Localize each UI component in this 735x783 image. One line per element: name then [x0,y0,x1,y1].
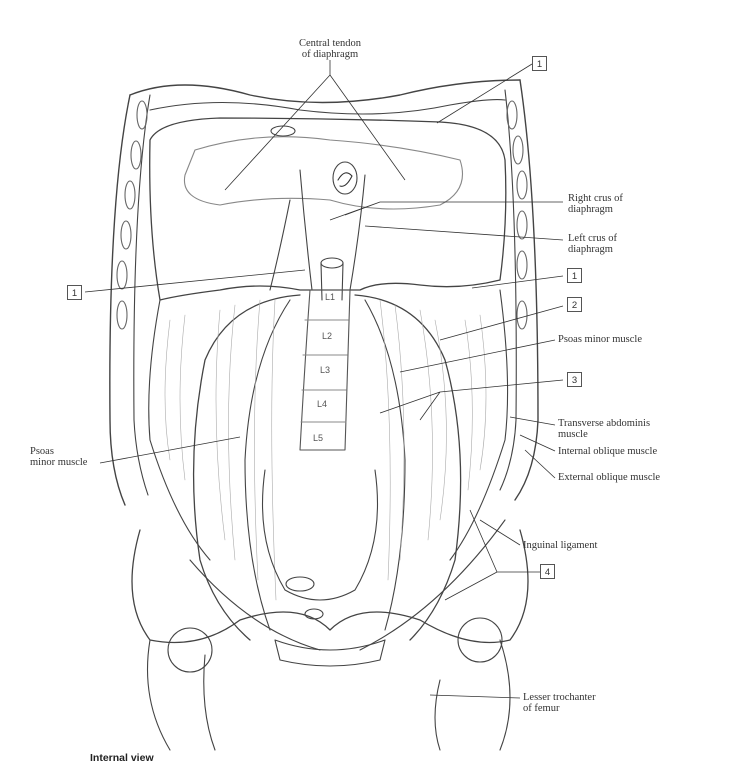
label-internal-oblique: Internal oblique muscle [558,446,658,457]
label-transverse-line2: muscle [558,429,588,440]
vertebra-label: L5 [313,433,324,443]
figure-caption: Internal view [90,752,154,764]
vertebra-label: L2 [322,331,333,341]
label-psoas-minor-left-line2: minor muscle [30,457,88,468]
vertebra-label: L1 [325,292,336,302]
label-psoas-minor-right: Psoas minor muscle [558,334,642,345]
label-right-crus-line1: Right crus of [568,193,623,204]
leader-lines [84,60,564,699]
vertebral-column [299,289,351,451]
right-body-wall [514,79,539,501]
label-central-tendon-line1: Central tendon [298,38,362,49]
left-femoral-head [167,627,213,673]
label-lesser-trochanter-line1: Lesser trochanter [523,692,596,703]
left-rib-segments [116,100,148,330]
rectum-opening [285,576,315,592]
pelvic-brim [131,529,529,644]
left-psoas-major [192,294,301,641]
label-lesser-trochanter-line2: of femur [523,703,560,714]
label-transverse-line1: Transverse abdominis [558,418,651,429]
right-crus [299,169,366,291]
esophageal-opening [332,161,358,195]
right-rib-segments [506,100,528,330]
right-femur [434,639,511,751]
box-2: 2 [567,297,582,312]
label-right-crus-line2: diaphragm [568,204,613,215]
inguinal-ligament-right [359,519,506,651]
left-femur [146,639,216,751]
label-transverse-abdominis: Transverse abdominis muscle [558,418,650,440]
sacrum [261,469,379,601]
urethra-opening [304,608,324,620]
left-body-wall [109,94,131,506]
top-rim [129,79,521,104]
central-tendon [183,136,464,210]
label-inguinal-ligament: Inguinal ligament [523,540,598,551]
label-central-tendon-line2: of diaphragm [301,49,359,60]
aorta-opening [320,257,344,269]
right-femoral-head [457,617,503,663]
left-crus [269,199,291,291]
right-iliacus [449,289,509,561]
label-psoas-minor-left: Psoas minor muscle [30,446,87,468]
box-1-right: 1 [567,268,582,283]
right-psoas-major [354,294,462,641]
label-left-crus: Left crus of diaphragm [568,233,617,255]
vertebra-label: L3 [320,365,331,375]
box-1-top: 1 [532,56,547,71]
vena-cava-opening [270,125,296,137]
vertebra-label: L4 [317,399,328,409]
label-left-crus-line2: diaphragm [568,244,613,255]
box-1-left: 1 [67,285,82,300]
box-3: 3 [567,372,582,387]
inguinal-ligament-left [189,559,321,651]
diaphragm-outline [149,117,507,301]
label-right-crus: Right crus of diaphragm [568,193,623,215]
pubic-symphysis [274,639,386,667]
label-psoas-minor-left-line1: Psoas [30,446,54,457]
label-left-crus-line1: Left crus of [568,233,617,244]
left-iliacus [148,299,211,561]
box-4: 4 [540,564,555,579]
label-lesser-trochanter: Lesser trochanter of femur [523,692,596,714]
label-central-tendon: Central tendon of diaphragm [276,38,384,60]
label-external-oblique: External oblique muscle [558,472,661,483]
